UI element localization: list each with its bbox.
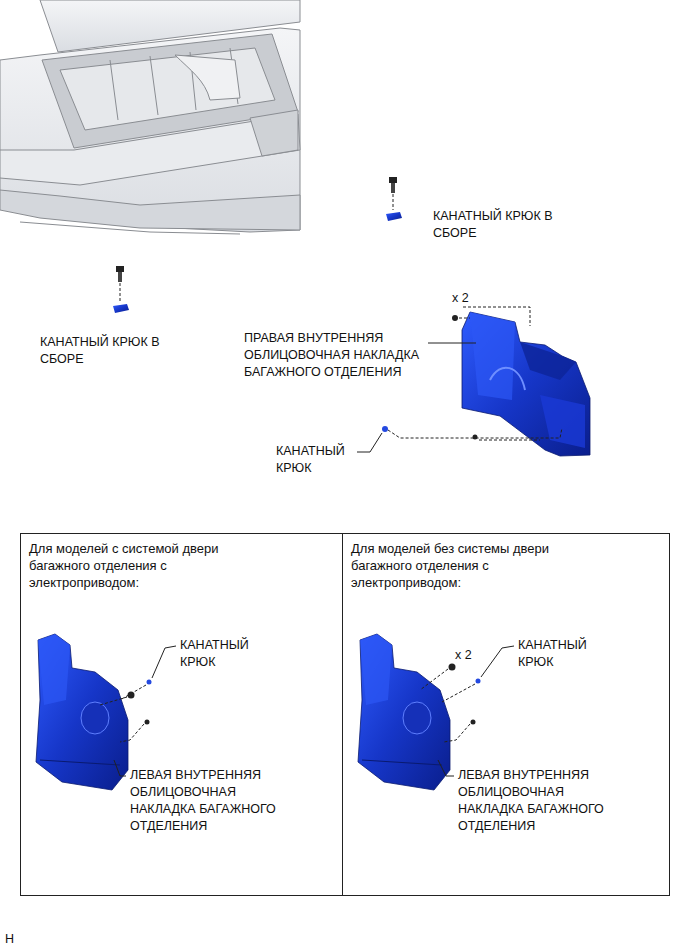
- left-trim-panel: [36, 634, 176, 790]
- part-label: КАНАТНЫЙ КРЮК В СБОРЕ: [433, 208, 573, 242]
- right-trim-panel: [357, 307, 590, 456]
- part-label: КАНАТНЫЙ КРЮК: [180, 637, 265, 671]
- panel-heading: Для моделей с системой двери багажного о…: [21, 534, 237, 597]
- left-trim-panel: [358, 634, 514, 790]
- quantity-note: x 2: [455, 647, 495, 664]
- part-label: ЛЕВАЯ ВНУТРЕННЯЯ ОБЛИЦОВОЧНАЯ НАКЛАДКА Б…: [130, 767, 286, 835]
- panel-heading: Для моделей без системы двери багажного …: [343, 534, 559, 597]
- part-label: КАНАТНЫЙ КРЮК В СБОРЕ: [40, 334, 180, 368]
- part-label: КАНАТНЫЙ КРЮК: [518, 637, 603, 671]
- condition-panel: Для моделей с системой двери багажного о…: [20, 533, 343, 896]
- condition-panel: Для моделей без системы двери багажного …: [342, 533, 670, 896]
- quantity-note: x 2: [452, 290, 492, 307]
- figure-id: H: [5, 931, 35, 948]
- part-label: КАНАТНЫЙ КРЮК: [276, 443, 356, 477]
- part-label: ЛЕВАЯ ВНУТРЕННЯЯ ОБЛИЦОВОЧНАЯ НАКЛАДКА Б…: [458, 767, 614, 835]
- rope-hook-assembly: [386, 177, 402, 221]
- rope-hook-assembly: [113, 266, 129, 313]
- vehicle-illustration: [0, 0, 300, 234]
- part-label: ПРАВАЯ ВНУТРЕННЯЯ ОБЛИЦОВОЧНАЯ НАКЛАДКА …: [244, 330, 426, 381]
